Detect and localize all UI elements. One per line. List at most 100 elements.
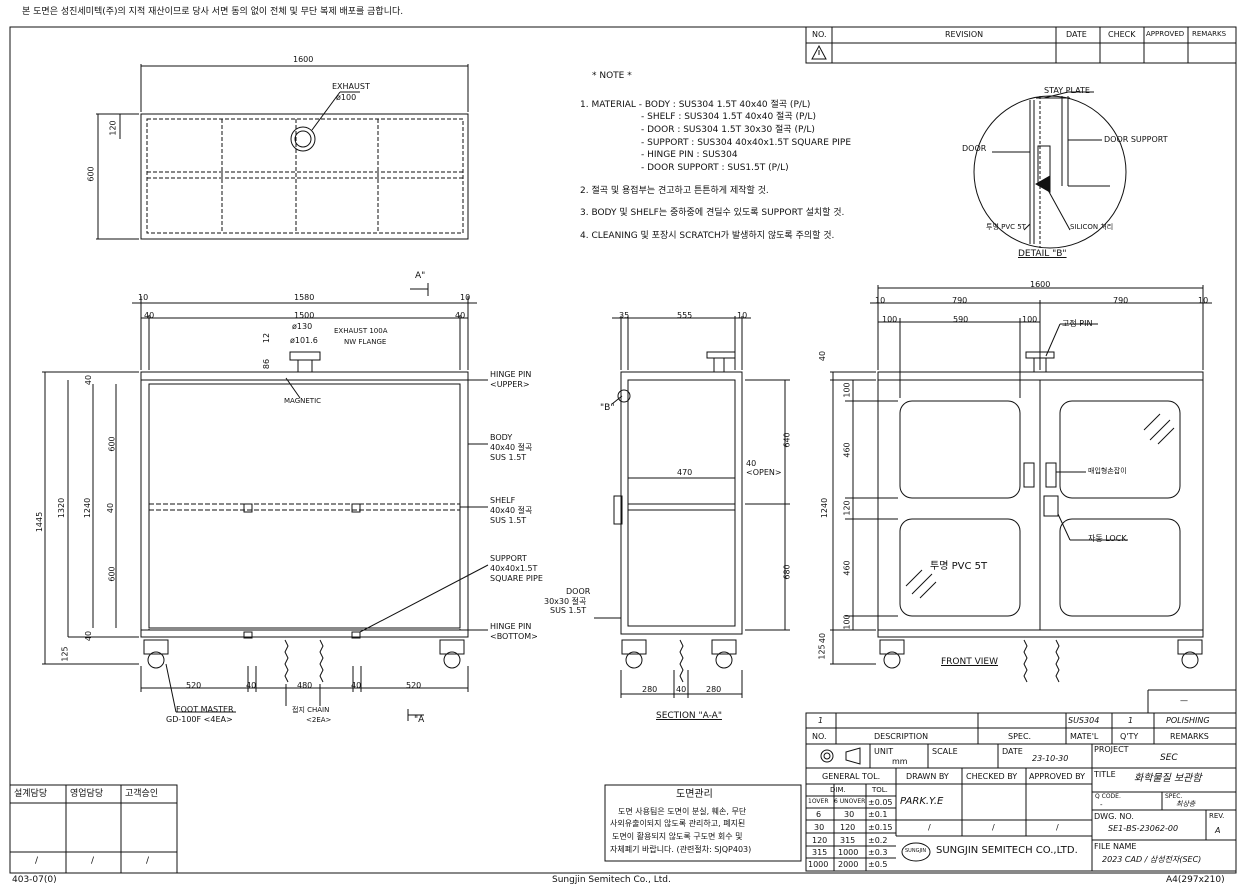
rev-header-check: CHECK [1108,30,1136,39]
title-block-lines [805,689,1237,872]
dim-label: 40 [818,350,828,362]
rev-header-approved: APPROVED [1146,30,1185,38]
tb-value: PARK.Y.E [900,796,944,807]
callout-label: NW FLANGE [344,338,387,346]
management-title: 도면관리 [676,789,713,800]
callout-label: 투명 PVC 5T [930,561,988,572]
dim-label: 480 [297,681,313,690]
tb-label: CHECKED BY [966,772,1018,781]
dim-label: 600 [86,166,96,182]
dim-label: 1445 [35,511,45,533]
dim-label: 100 [1022,315,1038,324]
tol-cell: 1OVER [808,798,829,805]
tb-value: 최상층 [1176,800,1196,808]
callout-label: BODY [490,433,513,442]
management-line: 자체폐기 바랍니다. (관련절차: SJQP403) [610,845,752,854]
dim-label: 120 [842,500,852,516]
tb-label: SCALE [932,747,958,756]
callout-label: 접지 CHAIN [292,706,330,714]
dim-label: 520 [406,681,422,690]
tol-cell: 30 [814,823,825,832]
management-line: 도면 사용팀은 도면이 분실, 훼손, 무단 [618,807,747,816]
note-line: - SUPPORT : SUS304 40x40x1.5T SQUARE PIP… [641,138,852,148]
dim-label: 40 [676,685,687,694]
approval-slash: / [35,856,39,866]
dim-label: 1240 [83,497,93,519]
tol-cell: 315 [812,848,828,857]
callout-label: MAGNETIC [284,397,322,405]
note-line: - DOOR SUPPORT : SUS1.5T (P/L) [641,163,789,173]
approval-header: 영업담당 [70,789,104,799]
dim-label: 100 [842,382,852,398]
copyright-notice: 본 도면은 성진세미텍(주)의 지적 재산이므로 당사 서면 동의 없이 전체 … [22,7,404,17]
tb-value: 23-10-30 [1032,754,1069,763]
paper-size: A4(297x210) [1166,875,1225,885]
dim-label: 10 [1198,296,1209,305]
section-aa-view [594,316,790,698]
tol-cell: 315 [840,836,856,845]
approval-box-lines [9,784,178,874]
tol-cell: 120 [840,823,856,832]
management-line: 도면이 활용되지 않도록 구도면 회수 및 [612,832,743,841]
dim-label: 600 [107,436,117,452]
tb-label: REV. [1209,812,1225,820]
callout-label: 40x40x1.5T [490,564,538,573]
dim-label: 1500 [294,311,315,320]
sheet-border [9,26,1237,874]
note-line: 2. 절곡 및 용접부는 견고하고 튼튼하게 제작할 것. [580,186,769,196]
callout-label: SUS 1.5T [490,453,527,462]
exhaust-label: EXHAUST [332,82,370,91]
tb-value: mm [892,757,908,766]
callout-label: 30x30 절곡 [544,597,587,606]
dim-label: ø101.6 [290,336,318,345]
tol-cell: ±0.1 [868,810,888,819]
dim-label: 40 [746,459,757,468]
dim-label: 40 [84,630,94,642]
detail-label: DOOR SUPPORT [1104,135,1168,144]
callout-label: SUPPORT [490,554,527,563]
dim-label: 460 [842,560,852,576]
callout-label: HINGE PIN [490,622,532,631]
dim-label: 10 [737,311,748,320]
tol-cell: 6 [816,810,822,819]
callout-label: GD-100F <4EA> [166,715,233,724]
tb-label: DRAWN BY [906,772,949,781]
parts-header: NO. [812,732,827,741]
dim-label: 125 [817,644,827,660]
dim-label: 790 [1113,296,1129,305]
tol-cell: 1000 [838,848,859,857]
tb-label: Q CODE. [1095,793,1121,800]
parts-cell: POLISHING [1166,716,1210,725]
rev-header-remarks: REMARKS [1192,30,1227,38]
detail-label: 투명 PVC 5T [986,223,1026,231]
dim-label: 1240 [820,497,830,519]
tol-cell: 120 [812,836,828,845]
dim-label: 40 [106,502,116,514]
callout-label: 고정 PIN [1062,319,1093,328]
tb-value: SEC [1160,753,1178,763]
dim-label: 10 [875,296,886,305]
callout-label: <BOTTOM> [490,632,538,641]
tb-label: DWG. NO. [1094,812,1134,821]
tb-slash: / [992,823,995,832]
dim-label: 470 [677,468,693,477]
dim-label: 280 [706,685,722,694]
detail-b [973,91,1127,249]
tol-cell: 2000 [838,860,859,869]
rev-header-no: NO. [812,30,827,39]
note-line: 1. MATERIAL - BODY : SUS304 1.5T 40x40 절… [580,100,811,110]
tol-cell: ±0.5 [868,860,888,869]
dim-label: 125 [60,646,70,662]
note-line: - SHELF : SUS304 1.5T 40x40 절곡 (P/L) [641,112,816,122]
dim-label: 40 [818,632,828,644]
front-view [830,285,1212,683]
parts-cell: 1 [1128,716,1134,725]
callout-label: 40x40 절곡 [490,506,533,515]
tb-label: DATE [1002,747,1023,756]
exhaust-dia: ø100 [336,93,357,102]
dim-label: 40 [84,374,94,386]
dim-label: 10 [460,293,471,302]
detail-label: DOOR [962,144,987,153]
callout-label: SUS 1.5T [490,516,527,525]
